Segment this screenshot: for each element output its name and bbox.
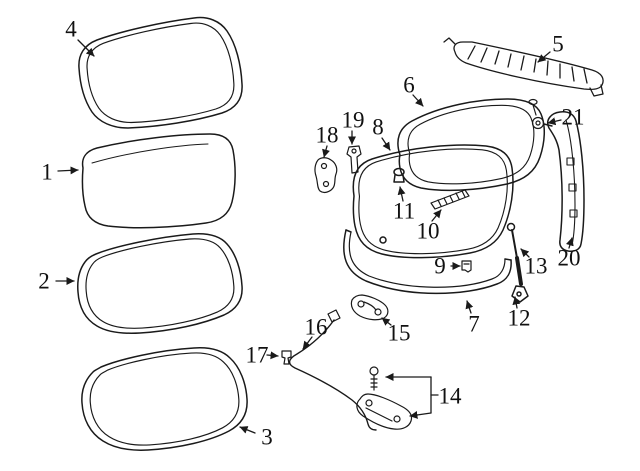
callout-15: 15	[387, 320, 411, 346]
grommet-11-shape	[393, 167, 405, 183]
cable-16-shape	[288, 309, 377, 431]
callout-2: 2	[38, 268, 50, 294]
trim-20-shape	[543, 111, 585, 252]
callout-17: 17	[245, 342, 269, 368]
callout-1: 1	[41, 159, 53, 185]
clip-19-shape	[346, 145, 362, 174]
defroster-tab-10-shape	[430, 189, 470, 210]
vent-5-shape	[443, 37, 604, 97]
seal-3-shape	[81, 347, 248, 451]
striker-15-shape	[350, 294, 389, 321]
strut-12-13-shape	[506, 222, 529, 303]
callout-11: 11	[392, 198, 416, 224]
callout-8: 8	[372, 114, 384, 140]
callout-16: 16	[304, 314, 328, 340]
weatherstrip-7-shape	[343, 229, 512, 295]
glass-stud	[379, 236, 387, 244]
callout-12: 12	[507, 305, 531, 331]
callout-7: 7	[468, 311, 480, 337]
seal-2-shape	[77, 233, 243, 334]
latch-14-shape	[356, 366, 413, 430]
glass-8-shape	[352, 144, 514, 259]
callout-10: 10	[416, 218, 440, 244]
callout-13: 13	[524, 253, 548, 279]
glass-1-shape	[81, 133, 236, 229]
callout-9: 9	[434, 253, 446, 279]
callout-19: 19	[341, 107, 365, 133]
bracket-18-shape	[314, 157, 338, 194]
callout-5: 5	[552, 31, 564, 57]
callout-4: 4	[65, 16, 77, 42]
clip-9-shape	[461, 260, 472, 273]
seal-4-shape	[78, 16, 243, 129]
callout-3: 3	[261, 424, 273, 450]
callout-14: 14	[438, 383, 462, 409]
grommet-21-shape	[528, 98, 545, 130]
clip-17-shape	[281, 350, 292, 365]
callout-21: 21	[561, 104, 585, 130]
callout-6: 6	[403, 72, 415, 98]
leader-arrows	[55, 39, 574, 434]
callout-18: 18	[315, 122, 339, 148]
callout-20: 20	[557, 245, 581, 271]
